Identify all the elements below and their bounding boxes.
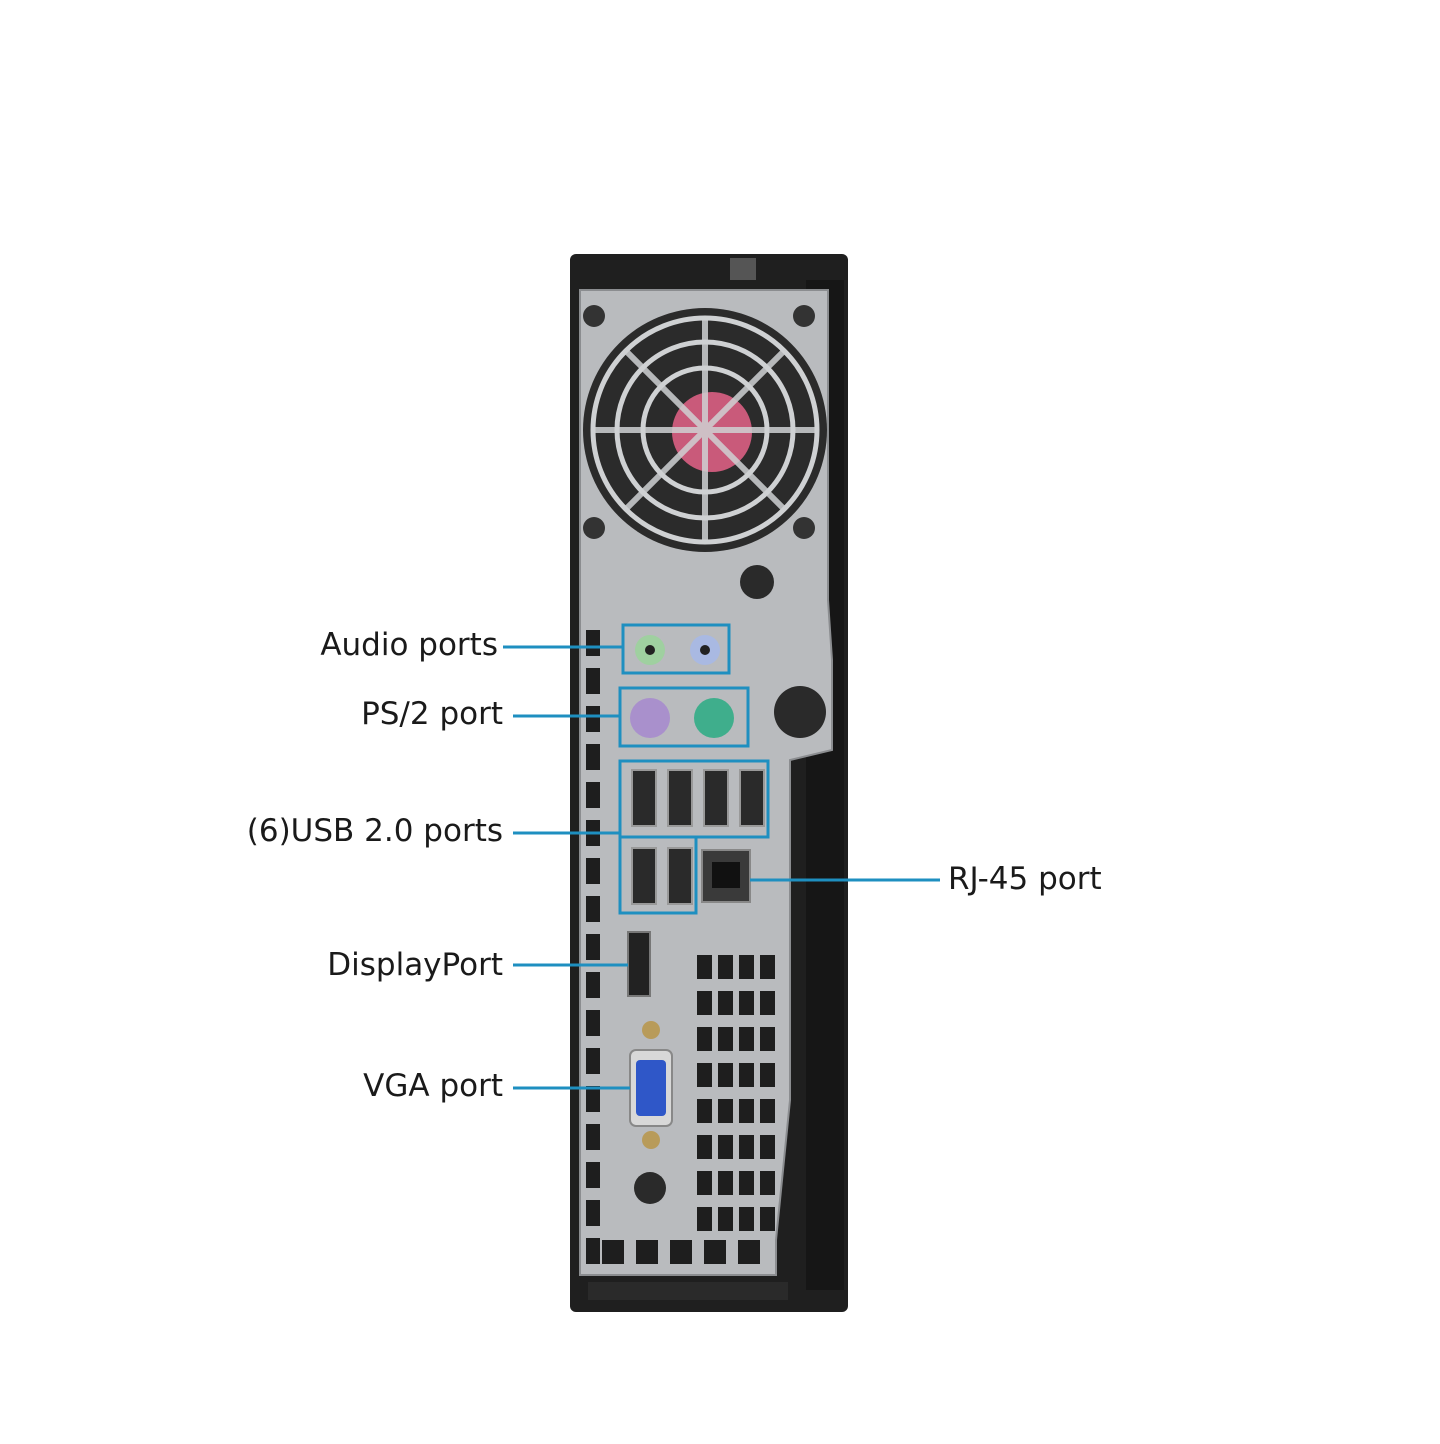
vent-slot bbox=[738, 1240, 760, 1264]
label-ps2-port: PS/2 port bbox=[361, 696, 503, 732]
fan bbox=[583, 308, 827, 552]
callouts bbox=[503, 623, 940, 1090]
vent-slot bbox=[718, 1099, 733, 1123]
usb-port bbox=[739, 769, 765, 827]
vent-slot bbox=[718, 1135, 733, 1159]
vent-slot bbox=[697, 1099, 712, 1123]
vent-slot bbox=[739, 1171, 754, 1195]
vent-slot bbox=[586, 972, 600, 998]
vent-slot bbox=[760, 955, 775, 979]
vent-slot bbox=[697, 1063, 712, 1087]
label-vga-port: VGA port bbox=[363, 1068, 503, 1104]
ps2-connectors bbox=[630, 698, 734, 738]
screws bbox=[583, 305, 826, 1204]
vent-slot bbox=[718, 1207, 733, 1231]
vent-slot bbox=[586, 1162, 600, 1188]
bottom-bar bbox=[588, 1282, 788, 1300]
vent-slot bbox=[586, 630, 600, 656]
vent-slot bbox=[718, 1027, 733, 1051]
vent-slot bbox=[718, 991, 733, 1015]
vent-slot bbox=[586, 934, 600, 960]
vent-slot bbox=[586, 1048, 600, 1074]
vent-slot bbox=[602, 1240, 624, 1264]
usb-port bbox=[631, 769, 657, 827]
vent-slot bbox=[739, 1063, 754, 1087]
usb-port bbox=[667, 847, 693, 905]
vent-slot bbox=[760, 1135, 775, 1159]
vent-slots bbox=[586, 630, 775, 1264]
vent-slot bbox=[670, 1240, 692, 1264]
usb-port bbox=[631, 847, 657, 905]
vent-slot bbox=[760, 1063, 775, 1087]
usb-ports bbox=[631, 769, 765, 905]
vent-slot bbox=[760, 1099, 775, 1123]
audio-jacks bbox=[635, 635, 720, 665]
vent-slot bbox=[704, 1240, 726, 1264]
vent-slot bbox=[760, 1027, 775, 1051]
vent-slot bbox=[760, 991, 775, 1015]
vent-slot bbox=[760, 1171, 775, 1195]
vga-connector bbox=[629, 1021, 673, 1149]
vent-slot bbox=[586, 858, 600, 884]
vent-slot bbox=[586, 1200, 600, 1226]
vent-slot bbox=[718, 1063, 733, 1087]
label-audio-ports: Audio ports bbox=[320, 627, 498, 663]
vent-slot bbox=[636, 1240, 658, 1264]
vent-slot bbox=[739, 991, 754, 1015]
vent-slot bbox=[586, 668, 600, 694]
label-displayport: DisplayPort bbox=[327, 947, 503, 983]
callout-box-usb-bottom bbox=[618, 835, 698, 915]
vent-slot bbox=[697, 991, 712, 1015]
vent-slot bbox=[739, 1207, 754, 1231]
vent-slot bbox=[586, 1238, 600, 1264]
vent-slot bbox=[718, 1171, 733, 1195]
vent-slot bbox=[586, 1010, 600, 1036]
vent-slot bbox=[739, 1027, 754, 1051]
vent-slot bbox=[739, 1099, 754, 1123]
vent-slot bbox=[697, 1171, 712, 1195]
ps2-mouse-connector bbox=[694, 698, 734, 738]
label-rj45-port: RJ-45 port bbox=[948, 861, 1102, 897]
vent-slot bbox=[739, 1135, 754, 1159]
top-tab bbox=[730, 258, 756, 280]
ps2-keyboard-connector bbox=[630, 698, 670, 738]
vent-slot bbox=[739, 955, 754, 979]
usb-port bbox=[667, 769, 693, 827]
vent-slot bbox=[697, 1135, 712, 1159]
vent-slot bbox=[760, 1207, 775, 1231]
vent-slot bbox=[697, 1027, 712, 1051]
vent-slot bbox=[697, 955, 712, 979]
vent-slot bbox=[586, 744, 600, 770]
vent-slot bbox=[586, 1086, 600, 1112]
vent-slot bbox=[586, 706, 600, 732]
displayport-connector bbox=[627, 931, 651, 997]
vent-slot bbox=[586, 782, 600, 808]
usb-port bbox=[703, 769, 729, 827]
vent-slot bbox=[697, 1207, 712, 1231]
vent-slot bbox=[718, 955, 733, 979]
vent-slot bbox=[586, 896, 600, 922]
vent-slot bbox=[586, 1124, 600, 1150]
label-usb-ports: (6)USB 2.0 ports bbox=[246, 813, 503, 849]
callout-box-audio bbox=[621, 623, 731, 675]
